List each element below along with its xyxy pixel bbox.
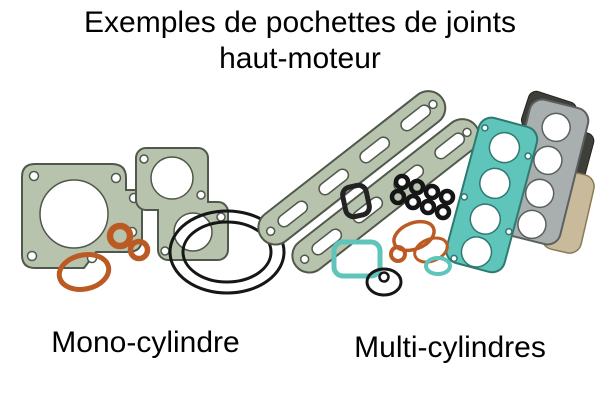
page-title: Exemples de pochettes de joints haut-mot…	[0, 5, 600, 77]
mono-head-gasket	[21, 163, 143, 269]
multi-orange-orings	[389, 219, 449, 264]
mono-cylinder-gasket-set	[21, 147, 286, 295]
mono-cover-gasket-rings	[168, 209, 286, 295]
mono-base-gasket	[135, 147, 229, 261]
multi-cylinder-gasket-set	[257, 90, 595, 297]
multi-small-teal-oring	[424, 256, 452, 276]
multi-black-ring-gasket	[365, 267, 403, 297]
multi-valve-seal-grommets	[389, 173, 456, 221]
caption-mono-cylindre: Mono-cylindre	[51, 326, 240, 359]
title-line-1: Exemples de pochettes de joints	[84, 6, 516, 39]
multi-small-teal-gasket	[331, 239, 383, 279]
mono-orange-orings	[56, 222, 151, 292]
title-line-2: haut-moteur	[219, 42, 381, 75]
multi-teal-head-gasket	[445, 116, 539, 274]
multi-small-dark-seal	[340, 182, 372, 220]
gasket-kits-photo	[21, 90, 595, 297]
caption-multi-cylindres: Multi-cylindres	[354, 331, 546, 364]
multi-cover-gasket-strip-1	[257, 90, 447, 246]
